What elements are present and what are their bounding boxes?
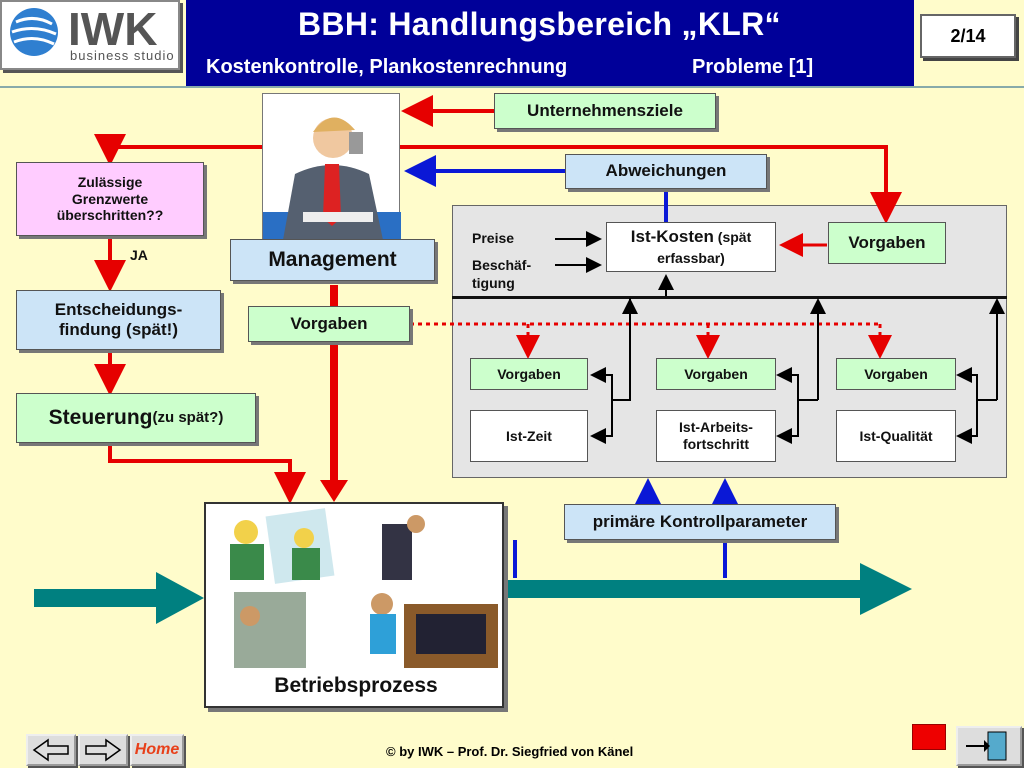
steuerung-label: Steuerung xyxy=(48,406,153,430)
abweichungen-box: Abweichungen xyxy=(565,154,767,189)
betriebsprozess-box: Betriebsprozess xyxy=(204,502,504,708)
copyright-text: © by IWK – Prof. Dr. Siegfried von Känel xyxy=(386,744,634,759)
vorgaben-zeit-box: Vorgaben xyxy=(470,358,588,390)
exit-button[interactable] xyxy=(956,726,1022,766)
iwk-logo: IWK business studio xyxy=(0,0,180,70)
istqualitaet-box: Ist-Qualität xyxy=(836,410,956,462)
istkosten-sublabel: (spät erfassbar) xyxy=(657,229,752,267)
istarbeit-box: Ist-Arbeits-fortschritt xyxy=(656,410,776,462)
home-button[interactable]: Home xyxy=(130,734,184,766)
ja-label: JA xyxy=(130,247,148,263)
vorgaben-arbeit-box: Vorgaben xyxy=(656,358,776,390)
vorgaben-management-box: Vorgaben xyxy=(248,306,410,342)
header-divider xyxy=(0,86,1024,88)
forward-button[interactable] xyxy=(78,734,128,766)
steuerung-sublabel: (zu spät?) xyxy=(152,409,224,426)
vorgaben-qualitaet-box: Vorgaben xyxy=(836,358,956,390)
management-box: Management xyxy=(230,239,435,281)
betriebsprozess-label: Betriebsprozess xyxy=(274,674,438,697)
globe-icon xyxy=(10,8,58,56)
exit-door-icon xyxy=(966,731,1007,761)
vorgaben-top-box: Vorgaben xyxy=(828,222,946,264)
preise-label: Preise xyxy=(472,230,515,246)
grenzwerte-box: Zulässige Grenzwerte überschritten?? xyxy=(16,162,204,236)
entscheidung-box: Entscheidungs-findung (spät!) xyxy=(16,290,221,350)
manager-icon xyxy=(263,117,401,240)
unternehmensziele-box: Unternehmensziele xyxy=(494,93,716,129)
page-title: BBH: Handlungsbereich „KLR“ xyxy=(298,6,781,42)
workers-illustration xyxy=(230,508,498,668)
beschaeftigung-label: Beschäf-tigung xyxy=(472,257,532,292)
arrow-right-icon xyxy=(85,738,122,762)
panel-divider xyxy=(452,296,1007,299)
logo-subtext: business studio xyxy=(70,48,175,63)
arrow-left-icon xyxy=(32,738,69,762)
page-subtitle-right: Probleme [1] xyxy=(692,56,814,78)
steuerung-box: Steuerung (zu spät?) xyxy=(16,393,256,443)
page-number: 2/14 xyxy=(920,14,1016,58)
back-button[interactable] xyxy=(26,734,76,766)
istzeit-box: Ist-Zeit xyxy=(470,410,588,462)
kontrollparameter-box: primäre Kontrollparameter xyxy=(564,504,836,540)
logo-text: IWK xyxy=(68,3,158,55)
title-band: BBH: Handlungsbereich „KLR“ Kostenkontro… xyxy=(186,0,914,86)
istkosten-box: Ist-Kosten (spät erfassbar) xyxy=(606,222,776,272)
red-marker[interactable] xyxy=(912,724,946,750)
page-subtitle: Kostenkontrolle, Plankostenrechnung xyxy=(206,56,568,78)
manager-illustration xyxy=(262,93,401,240)
istkosten-label: Ist-Kosten xyxy=(630,227,714,247)
